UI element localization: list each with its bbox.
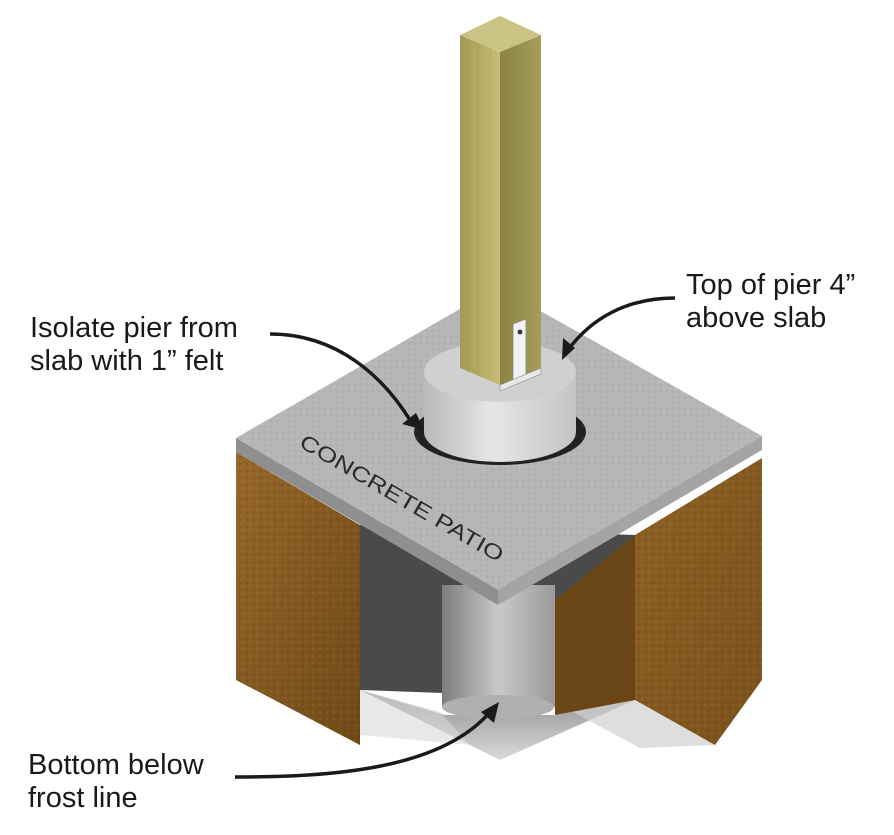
slab-left-edge — [236, 438, 498, 605]
callout-isolate-line2: slab with 1” felt — [30, 345, 224, 377]
pier-shaft — [442, 585, 555, 719]
soil-left-block-grain — [236, 452, 360, 745]
arrowheads — [402, 338, 575, 723]
leader-lines — [234, 296, 676, 779]
pit-shadow-left — [360, 690, 470, 745]
slab-right-edge — [498, 436, 762, 605]
callout-bottom-line2: frost line — [28, 782, 138, 814]
top-leader-arrow — [566, 296, 676, 352]
isolate-arrowhead — [402, 413, 424, 430]
wood-post — [460, 16, 541, 385]
soil — [236, 452, 762, 745]
callout-bottom-line1: Bottom below — [28, 749, 204, 781]
soil-right-block-grain — [635, 458, 762, 745]
callout-isolate-pier: Isolate pier from slab with 1” felt — [30, 312, 238, 378]
bottom-arrowhead — [481, 702, 499, 723]
bottom-leader-arrow — [234, 710, 492, 779]
callout-top-line1: Top of pier 4” — [686, 269, 856, 301]
callout-top-of-pier: Top of pier 4” above slab — [686, 269, 855, 335]
post-side-face — [500, 35, 541, 385]
post-front-face — [460, 35, 500, 385]
callout-bottom-frost-line: Bottom below frost line — [28, 749, 204, 815]
isolate-leader-arrow — [269, 332, 412, 421]
callout-isolate-line1: Isolate pier from — [30, 312, 238, 344]
pit-floor — [360, 690, 635, 760]
top-arrowhead — [562, 338, 575, 360]
post-base-bracket — [499, 318, 542, 392]
post-top-face — [460, 16, 541, 52]
callout-top-line2: above slab — [686, 302, 827, 334]
soil-right-face-dark — [555, 535, 635, 715]
pit-shadow — [560, 700, 715, 748]
